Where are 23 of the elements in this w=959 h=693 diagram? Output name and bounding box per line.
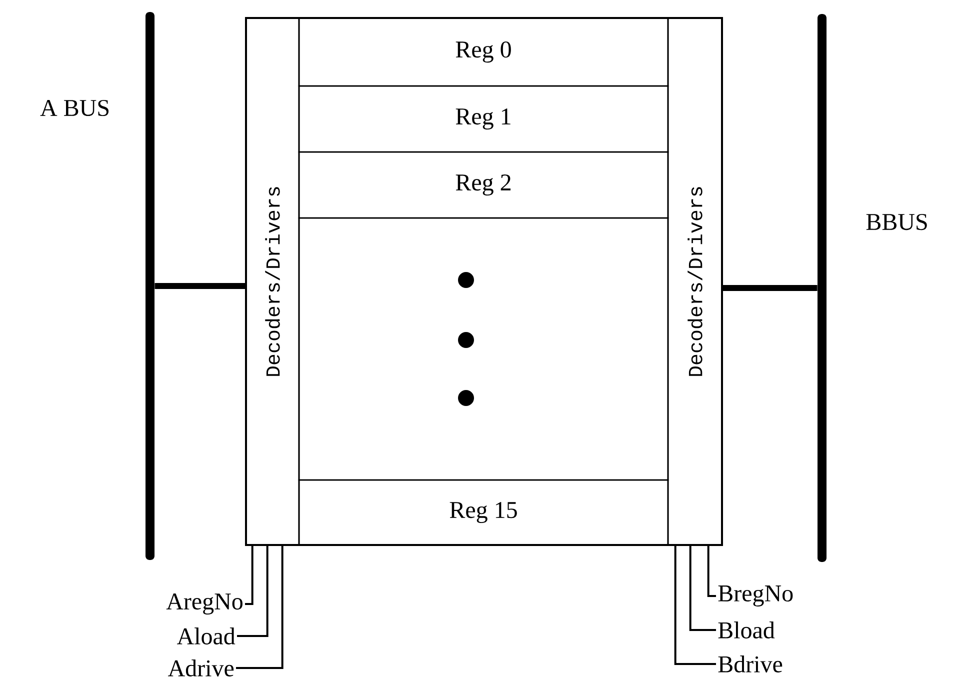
bus-connection (722, 285, 818, 291)
signal-line (689, 546, 716, 631)
signal-line (245, 546, 254, 605)
signal-label: AregNo (166, 594, 242, 615)
bus-label: BBUS (866, 214, 927, 230)
signal-label: Bdrive (718, 656, 782, 672)
signal-line (707, 546, 716, 597)
register-box: Reg 2 (298, 151, 669, 219)
signal-line (236, 546, 284, 669)
signal-label: Adrive (168, 660, 234, 676)
register-box: Reg 0 (298, 17, 669, 87)
bus-label: A BUS (40, 100, 109, 116)
signal-label: BregNo (718, 586, 793, 606)
signal-line (237, 546, 268, 637)
signal-line (674, 546, 716, 665)
signal-label: Aload (176, 628, 236, 644)
register-block (298, 217, 669, 481)
register-box: Reg 1 (298, 85, 669, 153)
decoder-column: Decoders/Drivers (667, 17, 723, 546)
decoder-column: Decoders/Drivers (245, 17, 300, 546)
bus-connection (154, 283, 246, 289)
signal-label: Bload (718, 622, 775, 638)
register-box: Reg 15 (298, 479, 669, 546)
